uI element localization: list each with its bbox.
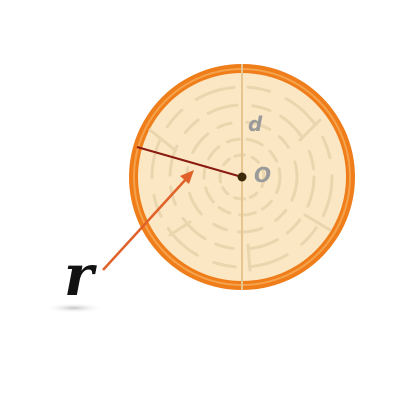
arrowhead <box>180 170 194 184</box>
radius-label: r <box>64 243 97 309</box>
radius-line <box>136 146 243 178</box>
center-label: O <box>254 163 271 187</box>
center-point <box>237 172 247 182</box>
radius-arrow <box>102 177 188 271</box>
diameter-label: d <box>248 112 263 136</box>
label-shadow <box>44 303 104 313</box>
